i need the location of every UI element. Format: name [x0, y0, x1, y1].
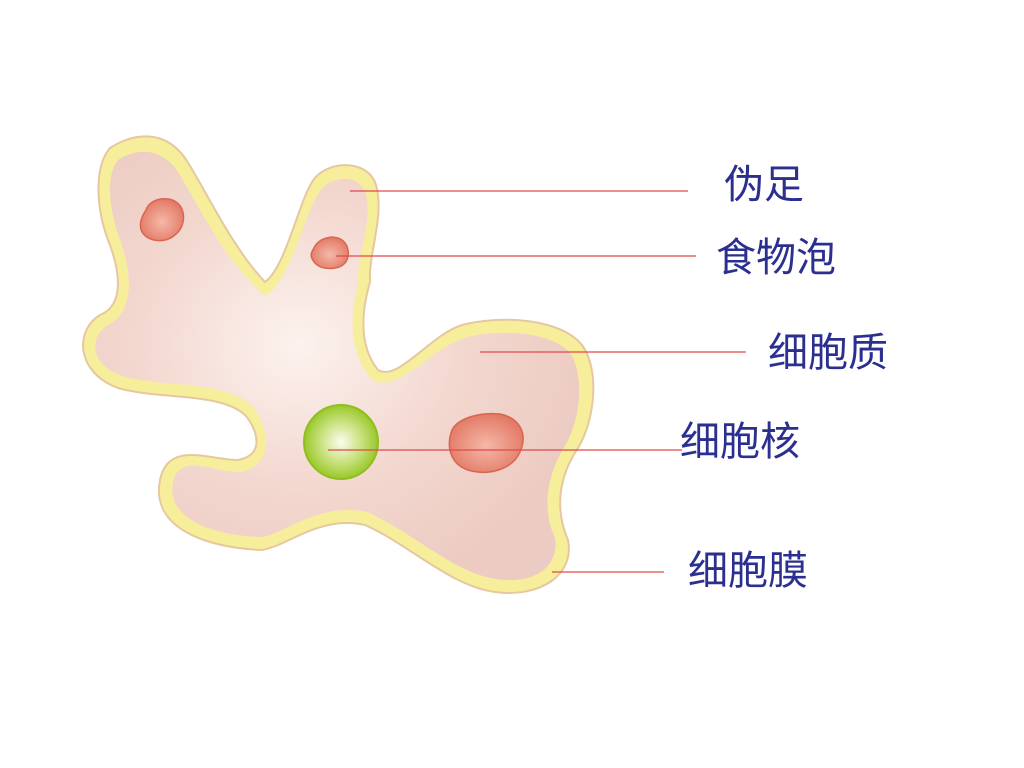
label-cell-membrane: 细胞膜 — [688, 548, 808, 594]
cytoplasm — [95, 151, 580, 581]
food-vacuole — [448, 412, 524, 473]
label-cytoplasm: 细胞质 — [768, 330, 888, 376]
label-nucleus: 细胞核 — [680, 419, 800, 465]
nucleus — [303, 404, 379, 480]
label-pseudopod: 伪足 — [724, 162, 804, 208]
food-vacuole — [310, 236, 349, 270]
label-food-vacuole: 食物泡 — [716, 235, 836, 281]
food-vacuole — [139, 197, 185, 242]
